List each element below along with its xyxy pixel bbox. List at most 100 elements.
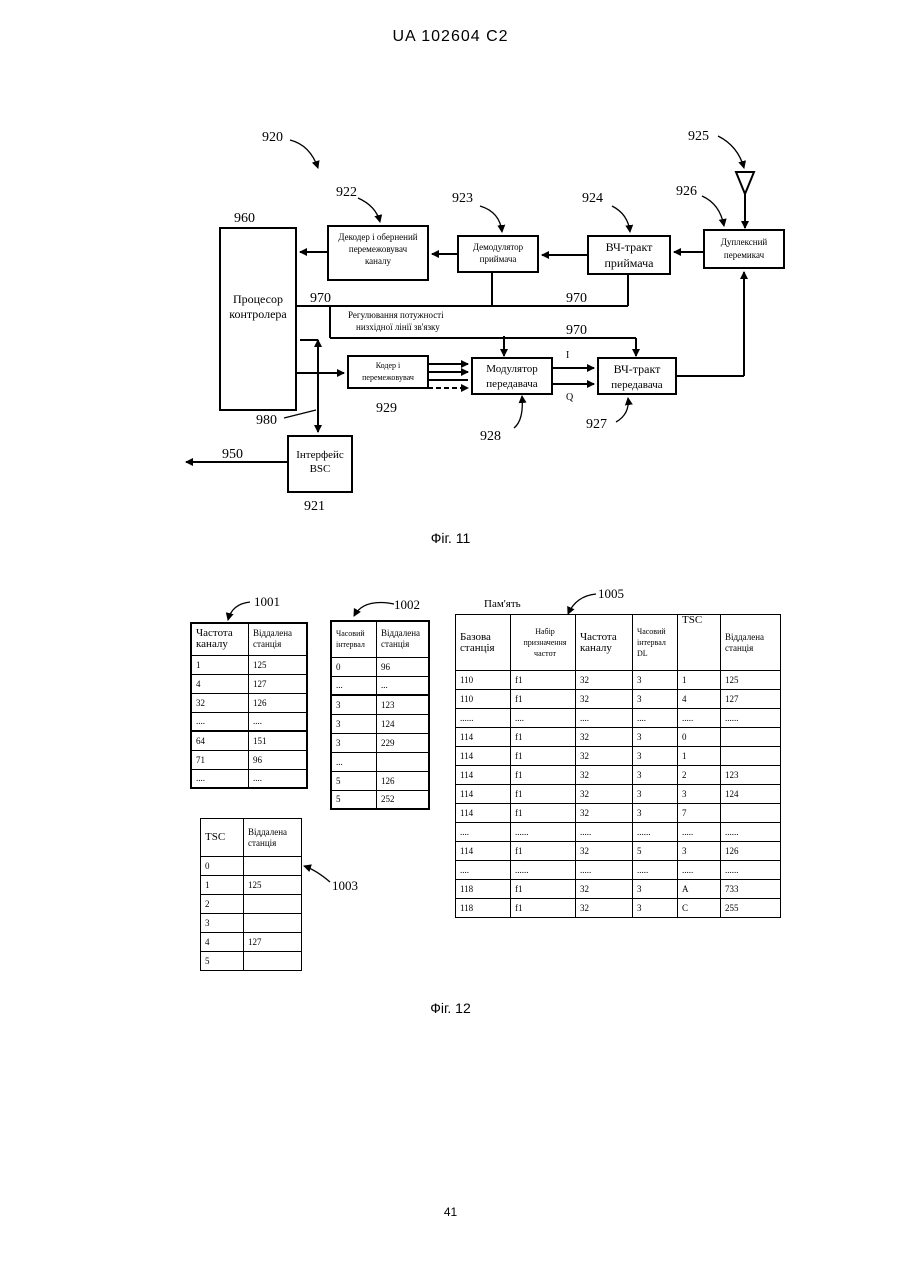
label-1001: 1001 [254, 594, 280, 610]
ref-970-a: 970 [310, 291, 331, 306]
table-cell: 32 [576, 842, 633, 861]
table-cell: ... [377, 676, 430, 695]
table-cell: 3 [633, 690, 678, 709]
duplexer-label-2: перемикач [724, 250, 765, 260]
table-cell: 3 [633, 785, 678, 804]
table-cell: f1 [511, 728, 576, 747]
antenna-icon [736, 172, 754, 228]
table-cell: f1 [511, 690, 576, 709]
table-row: 2 [201, 895, 302, 914]
table-cell: 124 [721, 785, 781, 804]
table-row: 114f13231 [456, 747, 781, 766]
table-cell: 126 [249, 693, 308, 712]
t1005-header-2: Частота каналу [576, 615, 633, 671]
ref-927: 927 [586, 417, 607, 432]
table-row: ................................ [456, 823, 781, 842]
table-cell: .... [456, 861, 511, 880]
table-cell: 32 [576, 785, 633, 804]
table-row: ............................... [456, 861, 781, 880]
ref-922: 922 [336, 185, 357, 200]
table-cell: 1 [678, 747, 721, 766]
table-cell: 5 [331, 790, 377, 809]
table-row: 4127 [201, 933, 302, 952]
table-cell: 32 [191, 693, 249, 712]
t1001-body: 1125412732126........641517196........ [191, 655, 307, 788]
table-cell: 255 [721, 899, 781, 918]
label-1002: 1002 [394, 597, 420, 613]
mod-label-2: передавача [486, 378, 538, 390]
table-cell: 32 [576, 880, 633, 899]
table-row: 5252 [331, 790, 429, 809]
table-cell: f1 [511, 766, 576, 785]
table-cell: 123 [377, 695, 430, 714]
ref-924: 924 [582, 191, 603, 206]
table-cell: 3 [678, 785, 721, 804]
table-cell: f1 [511, 804, 576, 823]
table-cell: .... [456, 823, 511, 842]
table-cell: 126 [377, 771, 430, 790]
rxrf-label-2: приймача [605, 256, 655, 270]
table-cell: 32 [576, 747, 633, 766]
table-cell: 3 [633, 747, 678, 766]
t1005-header-4: TSC [678, 615, 721, 671]
table-cell: 229 [377, 733, 430, 752]
t1002-header-0: Часовий інтервал [331, 621, 377, 657]
table-1003: TSC Віддалена станція 011252341275 [200, 818, 302, 971]
table-cell: f1 [511, 899, 576, 918]
table-cell [244, 857, 302, 876]
t1003-header-0: TSC [201, 819, 244, 857]
table-cell [721, 747, 781, 766]
bsc-label-2: BSC [310, 463, 331, 475]
table-cell: 32 [576, 690, 633, 709]
table-row: 4127 [191, 674, 307, 693]
table-cell: 0 [201, 857, 244, 876]
table-cell: 2 [201, 895, 244, 914]
table-row: 7196 [191, 750, 307, 769]
power-control-label-1: Регулювання потужності [348, 310, 444, 320]
table-cell: ... [331, 676, 377, 695]
table-cell: 126 [721, 842, 781, 861]
table-cell: 5 [633, 842, 678, 861]
demod-label-2: приймача [480, 254, 517, 264]
table-cell: 124 [377, 714, 430, 733]
ref-950: 950 [222, 447, 243, 462]
table-cell: 1 [201, 876, 244, 895]
table-row: 3123 [331, 695, 429, 714]
ref-920: 920 [262, 130, 283, 145]
t1005-header-1: Набір призначення частот [511, 615, 576, 671]
table-cell: 3 [633, 766, 678, 785]
coder-label-1: Кодер і [376, 361, 401, 370]
table-cell: 118 [456, 899, 511, 918]
ref-923: 923 [452, 191, 473, 206]
table-cell: C [678, 899, 721, 918]
table-cell: 32 [576, 804, 633, 823]
table-cell: 4 [201, 933, 244, 952]
signal-i-label: I [566, 350, 569, 361]
table-cell: f1 [511, 671, 576, 690]
table-cell: 3 [633, 671, 678, 690]
demod-label-1: Демодулятор [473, 242, 524, 252]
controller-label-2: контролера [229, 307, 287, 321]
table-cell: 96 [377, 657, 430, 676]
t1001-header-1: Віддалена станція [249, 623, 308, 655]
table-row: ...... [331, 676, 429, 695]
t1001-header-0: Частота каналу [191, 623, 249, 655]
t1002-header-1: Віддалена станція [377, 621, 430, 657]
table-cell: 110 [456, 671, 511, 690]
table-cell: ..... [678, 823, 721, 842]
table-cell: 0 [678, 728, 721, 747]
table-row: ........ [191, 769, 307, 788]
table-cell [244, 914, 302, 933]
table-cell: 252 [377, 790, 430, 809]
table-cell: 7 [678, 804, 721, 823]
table-row: 1125 [191, 655, 307, 674]
table-cell: 0 [331, 657, 377, 676]
table-cell [244, 895, 302, 914]
table-cell: 3 [331, 714, 377, 733]
table-cell: 2 [678, 766, 721, 785]
table-cell: 64 [191, 731, 249, 750]
table-cell: .... [576, 709, 633, 728]
table-cell: ..... [678, 709, 721, 728]
table-cell: ..... [576, 823, 633, 842]
ref-970-b: 970 [566, 291, 587, 306]
